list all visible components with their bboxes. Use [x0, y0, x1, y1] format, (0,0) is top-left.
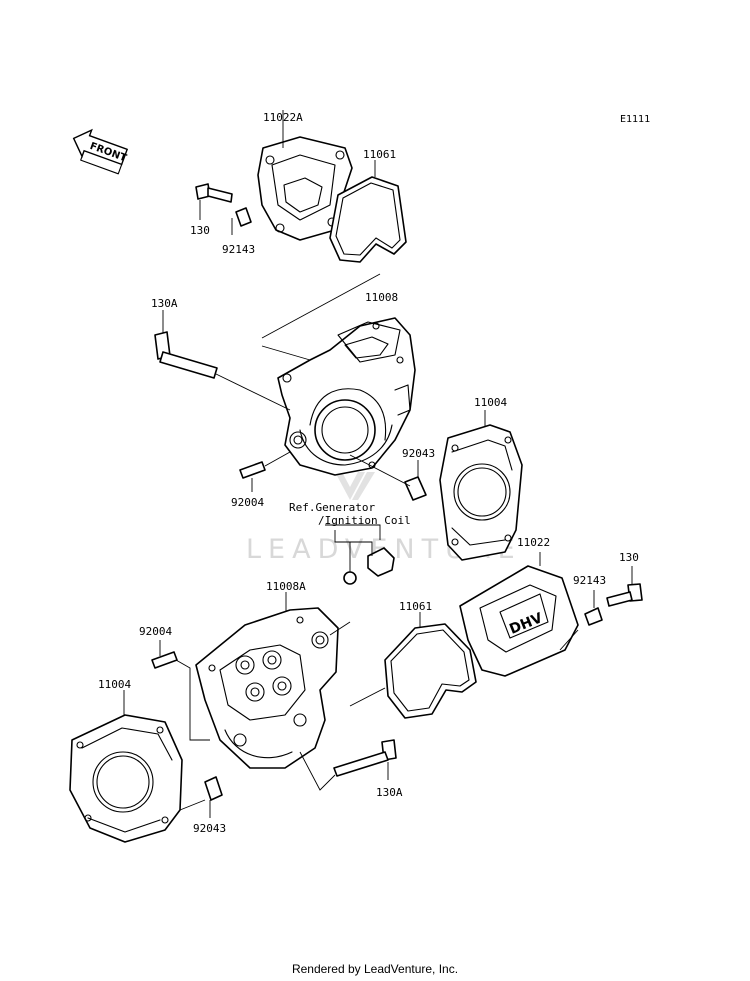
bolt-130A-bottom	[333, 739, 397, 777]
callout-92143-right: 92143	[573, 574, 606, 587]
callout-130A-bottom: 130A	[376, 786, 403, 799]
front-arrow-icon	[72, 128, 129, 166]
temp-sensor	[343, 547, 395, 585]
front-arrow: FRONT	[72, 128, 129, 175]
bolt-130-top	[195, 183, 233, 203]
cylinder-head-cover-right: DHV	[459, 565, 579, 677]
bolt-130A-top	[154, 331, 218, 379]
callout-11022A: 11022A	[263, 111, 303, 124]
callout-130-top: 130	[190, 224, 210, 237]
head-gasket-right	[439, 424, 523, 561]
callout-11004-left: 11004	[98, 678, 131, 691]
footer-credit: Rendered by LeadVenture, Inc.	[291, 962, 459, 976]
dowel-92143-right	[584, 607, 603, 626]
callout-92004-left: 92004	[139, 625, 172, 638]
callout-92004-mid: 92004	[231, 496, 264, 509]
ref-note-line2: /Ignition Coil	[318, 514, 411, 527]
cover-gasket-middle	[384, 623, 477, 719]
dowel-92043-bottom	[204, 776, 223, 801]
callout-92143-top: 92143	[222, 243, 255, 256]
callout-labels: 11022A 11061 130 92143 130A 11008 11004 …	[98, 111, 639, 835]
callout-92043-mid: 92043	[402, 447, 435, 460]
callout-92043-bottom: 92043	[193, 822, 226, 835]
cylinder-head-rear	[277, 317, 416, 476]
callout-11004-right: 11004	[474, 396, 507, 409]
callout-130A-top: 130A	[151, 297, 178, 310]
cylinder-head-front	[195, 607, 339, 769]
dowel-92143-top	[235, 207, 252, 227]
callout-11008: 11008	[365, 291, 398, 304]
head-gasket-left	[69, 714, 183, 843]
dowel-92043-mid	[404, 476, 427, 501]
bolt-130-right	[606, 583, 643, 607]
cover-gasket-top	[329, 176, 407, 263]
callout-130-right: 130	[619, 551, 639, 564]
callout-11008A: 11008A	[266, 580, 306, 593]
watermark-logo	[335, 472, 375, 500]
stud-92004-mid	[239, 461, 266, 479]
callout-11061-top: 11061	[363, 148, 396, 161]
callout-11061-mid: 11061	[399, 600, 432, 613]
ref-note-line1: Ref.Generator	[289, 501, 375, 514]
stud-92004-left	[151, 651, 178, 669]
diagram-id: E1111	[620, 114, 650, 125]
callout-11022: 11022	[517, 536, 550, 549]
